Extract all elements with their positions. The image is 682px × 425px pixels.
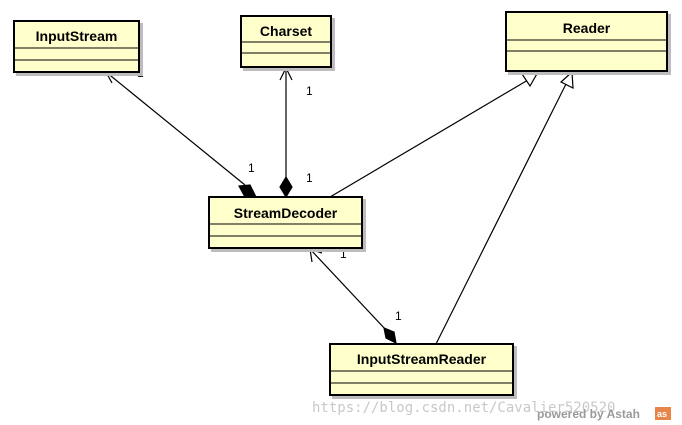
class-box-inputstreamreader[interactable]: InputStreamReader (329, 343, 514, 396)
multiplicity-labels: 1 1 1 1 1 1 (137, 66, 402, 323)
multiplicity-label: 1 (395, 309, 402, 323)
multiplicity-label: 1 (306, 84, 313, 98)
association-line-inputstreamreader-streamdecoder (309, 248, 387, 331)
multiplicity-label: 1 (306, 171, 313, 185)
composition-diamond-icon (279, 175, 293, 199)
class-box-streamdecoder[interactable]: StreamDecoder (208, 196, 363, 249)
generalization-line-inputstreamreader-reader (435, 83, 567, 345)
composition-diamond-icon (238, 184, 257, 198)
class-name: InputStream (36, 28, 118, 44)
watermark-text: https://blog.csdn.net/Cavalier520520 (312, 400, 615, 416)
class-box-charset[interactable]: Charset (240, 15, 332, 68)
astah-badge-text: as (657, 409, 667, 419)
astah-logo-icon (655, 407, 671, 420)
association-line-streamdecoder-inputstream (105, 71, 246, 186)
multiplicity-label: 1 (137, 66, 144, 80)
class-name: InputStreamReader (357, 351, 487, 367)
multiplicity-label: 1 (248, 161, 255, 175)
class-box-reader[interactable]: Reader (505, 11, 668, 72)
astah-branding: powered by Astah as (537, 407, 671, 421)
composition-diamond-icon (383, 327, 397, 345)
hollow-triangle-icon (559, 70, 574, 90)
hollow-triangle-icon (520, 71, 540, 88)
class-name: Reader (563, 20, 611, 36)
branding-text: powered by Astah (537, 407, 640, 421)
class-box-inputstream[interactable]: InputStream (13, 20, 140, 73)
class-name: Charset (260, 23, 312, 39)
class-name: StreamDecoder (234, 205, 338, 221)
generalization-line-streamdecoder-reader (329, 79, 529, 198)
multiplicity-label: 1 (340, 247, 347, 261)
relationships (104, 66, 574, 345)
